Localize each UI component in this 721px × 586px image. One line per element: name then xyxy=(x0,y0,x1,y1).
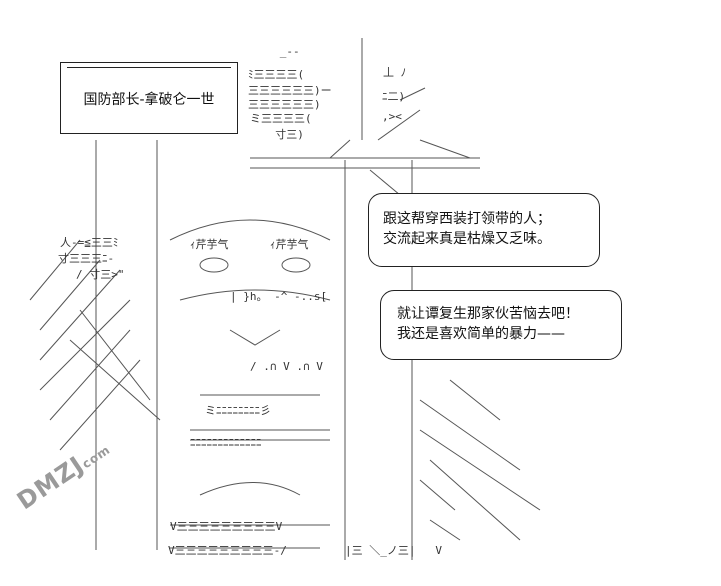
title-box-top-rule xyxy=(67,67,231,80)
ascii-fragment: _-‐ xyxy=(240,45,300,58)
ascii-fragment: V三三三三三三三三三-/ xyxy=(168,544,287,557)
ascii-fragment: ミ三三三三( xyxy=(250,112,312,125)
ascii-fragment: 寸三) xyxy=(262,128,304,141)
ascii-fragment: / .∩ V .∩ V xyxy=(250,360,323,373)
ascii-fragment: | }h。 -^ -..s[ xyxy=(230,290,328,303)
ascii-fragment: ｨ芹芋气 xyxy=(270,238,309,251)
ascii-fragment: V三三三三三三三三三V xyxy=(170,520,283,533)
speech-bubble-1: 跟这帮穿西装打领带的人； 交流起来真是枯燥又乏味。 xyxy=(368,193,600,267)
ascii-fragment: ,>< xyxy=(382,110,402,123)
ascii-fragment: / 寸三>" xyxy=(76,268,125,281)
ascii-fragment: 三三三三三三) xyxy=(248,98,321,111)
title-box: 国防部长-拿破仑一世 xyxy=(60,62,238,134)
ascii-fragment: ミﾆﾆﾆﾆﾆﾆﾆﾆ彡 xyxy=(205,404,271,417)
ascii-fragment: ﾐ三三三三( xyxy=(248,68,305,81)
ascii-fragment: ﾆ二) xyxy=(382,90,406,103)
bubble2-line-2: 我还是喜欢简单的暴力—— xyxy=(397,326,565,342)
title-text: 国防部长-拿破仑一世 xyxy=(83,92,215,108)
ascii-fragment: 寸三三三ﾆ- xyxy=(58,252,115,265)
ascii-fragment: 三三三三三三)ー xyxy=(248,84,332,97)
ascii-fragment: ﾆﾆﾆﾆﾆﾆﾆﾆﾆﾆﾆﾆﾆ xyxy=(190,436,262,449)
bubble1-line-1: 跟这帮穿西装打领带的人； xyxy=(383,211,551,227)
ascii-fragment: 丄 ﾉ xyxy=(383,66,407,79)
ascii-fragment: ｨ芹芋气 xyxy=(190,238,229,251)
ascii-fragment: |三 ＼_ノ三| V xyxy=(345,544,442,557)
bubble1-line-2: 交流起来真是枯燥又乏味。 xyxy=(383,231,551,247)
speech-bubble-2: 就让谭复生那家伙苦恼去吧！ 我还是喜欢简单的暴力—— xyxy=(380,290,622,360)
ascii-fragment: 人‐=≦三三ﾐ xyxy=(60,236,119,249)
bubble2-line-1: 就让谭复生那家伙苦恼去吧！ xyxy=(397,306,579,322)
